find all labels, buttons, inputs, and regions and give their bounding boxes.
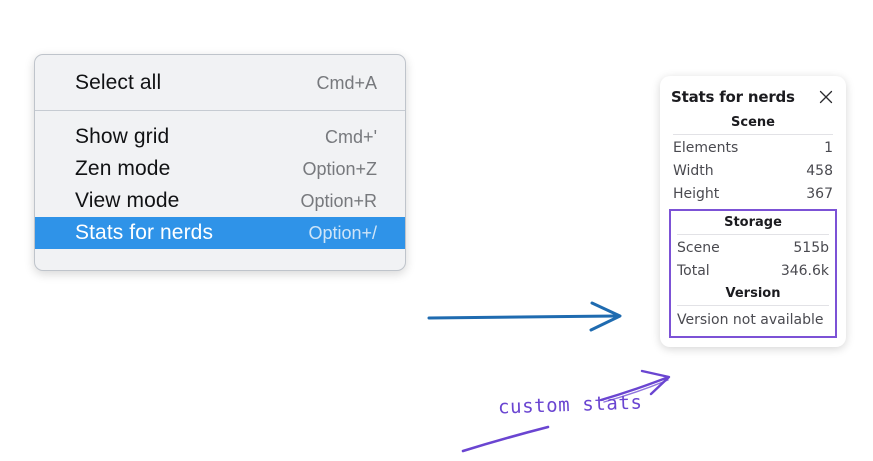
stats-group-rule <box>673 134 833 135</box>
stats-row-key: Scene <box>677 240 720 256</box>
flow-arrow-blue <box>427 301 622 332</box>
menu-item-show-grid[interactable]: Show grid Cmd+' <box>35 121 405 153</box>
menu-section-1: Select all Cmd+A <box>35 55 405 110</box>
stats-group-version: Version Version not available <box>673 283 833 332</box>
stats-row-key: Height <box>673 186 720 202</box>
close-icon[interactable] <box>817 88 835 106</box>
stats-group-heading: Scene <box>731 115 775 130</box>
stats-group-heading: Storage <box>724 215 782 230</box>
stats-group-heading: Version <box>725 286 781 301</box>
menu-item-shortcut: Option+/ <box>308 222 377 243</box>
menu-item-shortcut: Cmd+A <box>316 72 377 93</box>
menu-item-label: View mode <box>75 189 180 212</box>
menu-item-shortcut: Option+R <box>300 190 377 211</box>
handwritten-annotation-custom-stats: custom stats <box>497 391 643 419</box>
stats-row-value: 346.6k <box>780 263 829 279</box>
stats-panel-header: Stats for nerds <box>669 86 837 112</box>
menu-item-select-all[interactable]: Select all Cmd+A <box>35 67 405 99</box>
stats-group-rule <box>677 305 829 306</box>
stats-row-version-value: Version not available <box>677 312 824 328</box>
stats-for-nerds-panel: Stats for nerds Scene Elements 1 Width 4… <box>660 76 846 347</box>
context-menu[interactable]: Select all Cmd+A Show grid Cmd+' Zen mod… <box>34 54 406 271</box>
callout-underline-purple <box>461 425 550 453</box>
menu-item-stats-for-nerds[interactable]: Stats for nerds Option+/ <box>35 217 405 249</box>
menu-section-2: Show grid Cmd+' Zen mode Option+Z View m… <box>35 111 405 270</box>
stats-row: Scene 515b <box>675 237 831 260</box>
stats-panel-title: Stats for nerds <box>671 88 795 106</box>
menu-item-shortcut: Option+Z <box>302 158 377 179</box>
menu-item-view-mode[interactable]: View mode Option+R <box>35 185 405 217</box>
stats-row: Width 458 <box>671 160 835 183</box>
menu-bottom-padding <box>35 249 405 270</box>
menu-divider <box>35 110 405 111</box>
menu-item-label: Show grid <box>75 125 170 148</box>
stats-row-key: Elements <box>673 140 739 156</box>
custom-stats-highlight-region: Storage Scene 515b Total 346.6k Version … <box>669 209 837 338</box>
stats-row-value: 1 <box>824 140 833 156</box>
stats-group-scene: Scene Elements 1 Width 458 Height 367 <box>669 112 837 206</box>
menu-item-label: Stats for nerds <box>75 221 214 244</box>
stats-row-value: 458 <box>806 163 833 179</box>
stats-row-value: 367 <box>806 186 833 202</box>
stats-row: Total 346.6k <box>675 260 831 283</box>
stats-row-key: Total <box>677 263 710 279</box>
menu-item-shortcut: Cmd+' <box>325 126 377 147</box>
stats-row-value: 515b <box>793 240 829 256</box>
stats-row-key: Width <box>673 163 714 179</box>
stats-group-rule <box>677 234 829 235</box>
menu-item-label: Zen mode <box>75 157 171 180</box>
menu-item-label: Select all <box>75 71 162 94</box>
stats-group-storage: Storage Scene 515b Total 346.6k <box>673 212 833 283</box>
stats-row: Height 367 <box>671 183 835 206</box>
stats-row: Elements 1 <box>671 137 835 160</box>
menu-item-zen-mode[interactable]: Zen mode Option+Z <box>35 153 405 185</box>
